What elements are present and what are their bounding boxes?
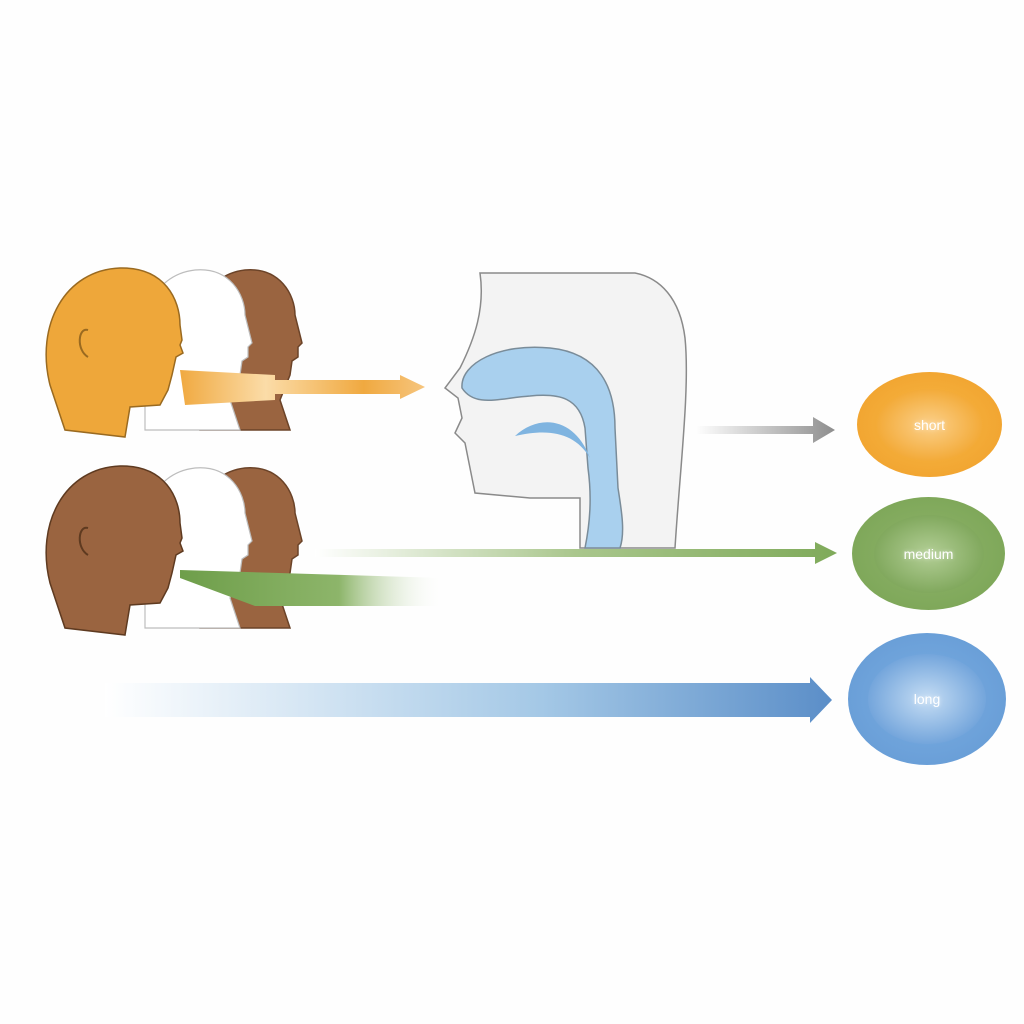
airway-cross-section bbox=[440, 268, 700, 553]
blue-arrow bbox=[105, 675, 835, 725]
head-profile-orange-icon bbox=[45, 267, 184, 438]
head-group-2 bbox=[40, 463, 310, 638]
tongue-curve-icon bbox=[515, 422, 590, 458]
outcome-label-long: long bbox=[913, 691, 941, 707]
outcome-oval-long: long bbox=[848, 633, 1006, 765]
green-arrow bbox=[315, 540, 840, 566]
nasal-airway-icon bbox=[461, 346, 624, 549]
gray-arrow bbox=[695, 415, 840, 445]
green-wedge bbox=[175, 568, 445, 608]
head-profile-brown-front-icon bbox=[45, 465, 184, 636]
outcome-label-medium: medium bbox=[903, 545, 954, 562]
outcome-oval-medium: medium bbox=[852, 497, 1005, 610]
outcome-label-short: short bbox=[913, 416, 946, 433]
orange-arrow bbox=[175, 365, 430, 410]
outcome-oval-short: short bbox=[857, 372, 1002, 477]
head-group-1 bbox=[40, 265, 310, 440]
head-outline-icon bbox=[443, 272, 688, 549]
